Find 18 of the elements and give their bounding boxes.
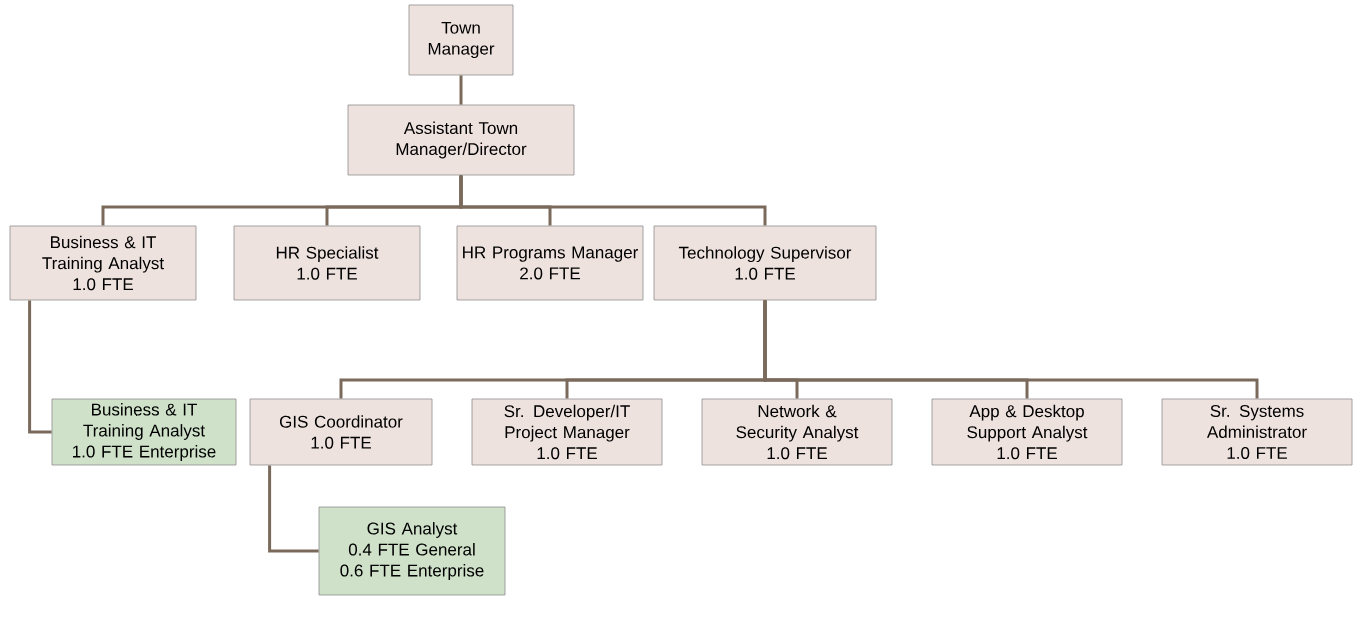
org-box: Assistant Town Manager/Director	[347, 104, 575, 176]
org-box: HR Specialist 1.0 FTE	[233, 225, 421, 301]
org-box: Town Manager	[408, 4, 514, 76]
org-box: Technology Supervisor 1.0 FTE	[653, 225, 877, 301]
connector-line	[763, 300, 1259, 399]
org-box: Sr. Developer/IT Project Manager 1.0 FTE	[471, 398, 663, 466]
org-box: Network & Security Analyst 1.0 FTE	[701, 398, 893, 466]
connector-line	[268, 465, 319, 553]
connector-line	[459, 75, 463, 105]
connector-line	[28, 300, 52, 434]
org-box: GIS Coordinator 1.0 FTE	[249, 398, 433, 466]
org-box: Sr. Systems Administrator 1.0 FTE	[1161, 398, 1353, 466]
connector-line	[459, 175, 767, 226]
org-box: GIS Analyst 0.4 FTE General 0.6 FTE Enterprise	[318, 506, 506, 596]
org-box: Business & IT Training Analyst 1.0 FTE	[9, 225, 197, 301]
org-box: Business & IT Training Analyst 1.0 FTE Enterprise	[51, 398, 237, 466]
org-box: HR Programs Manager 2.0 FTE	[456, 225, 644, 301]
org-box: App & Desktop Support Analyst 1.0 FTE	[931, 398, 1123, 466]
